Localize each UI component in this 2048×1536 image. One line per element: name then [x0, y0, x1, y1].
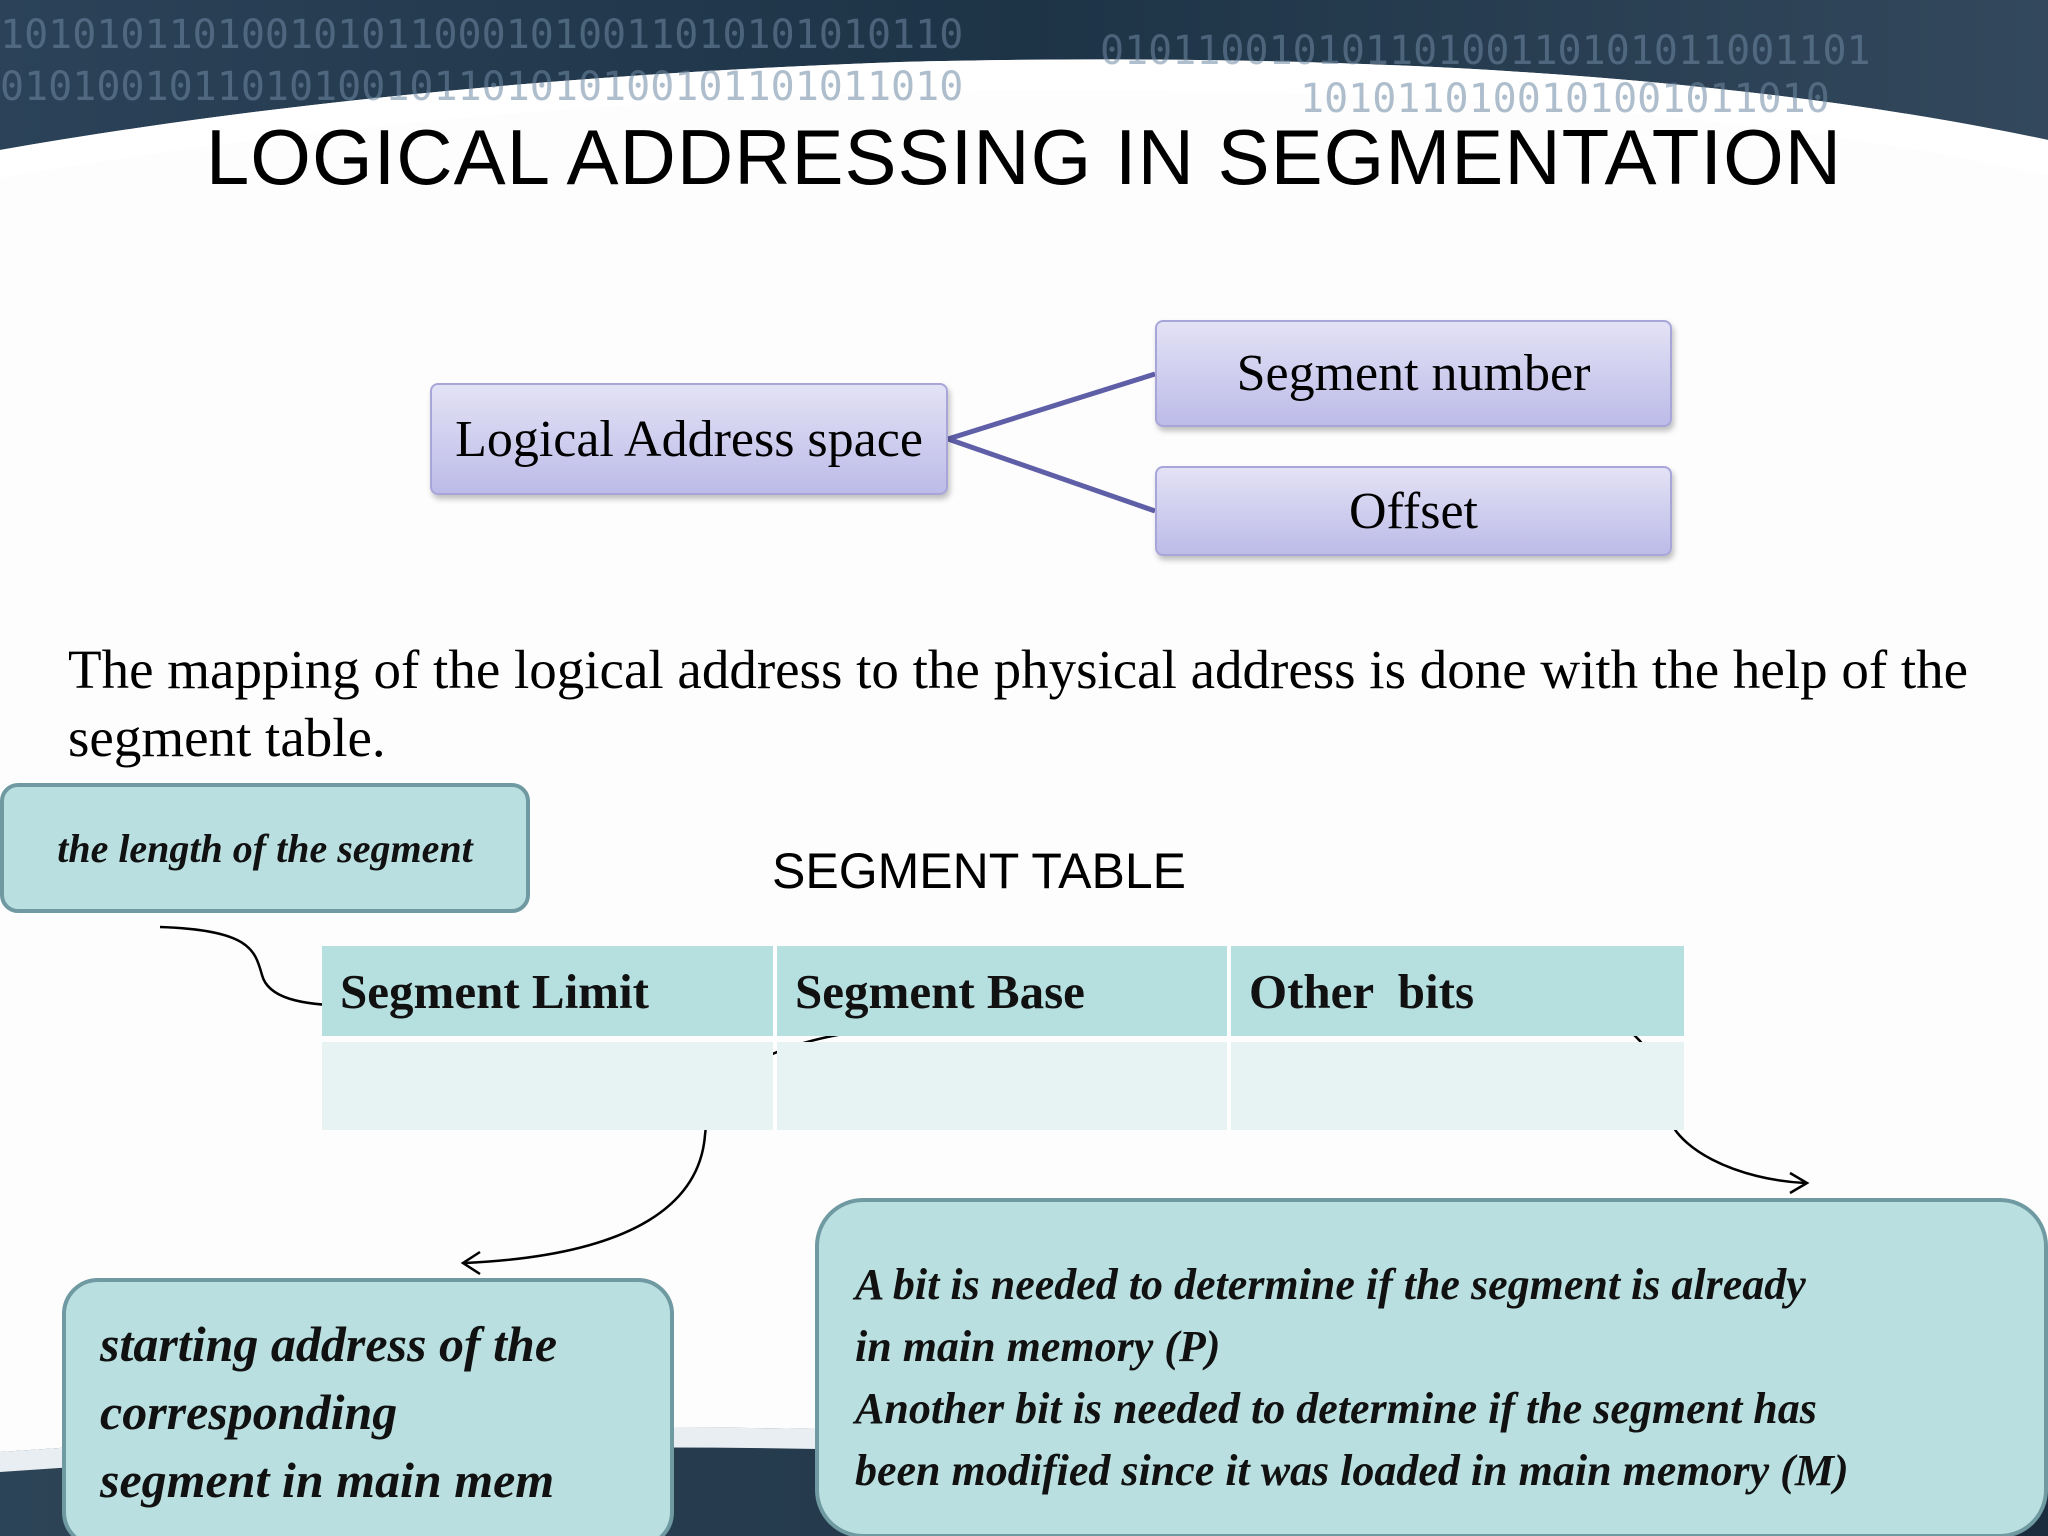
node-offset: Offset	[1155, 466, 1672, 556]
table-header-segment-limit-label: Segment Limit	[340, 963, 649, 1019]
svg-text:010110010101101001101010110011: 01011001010110100110101011001101	[1100, 28, 1871, 74]
callout-other-bits-line: Another bit is needed to determine if th…	[855, 1384, 1817, 1433]
arrow-otherbits-to-bits-head	[1789, 1171, 1810, 1195]
table-header-segment-limit: Segment Limit	[322, 946, 773, 1036]
node-segment-number: Segment number	[1155, 320, 1672, 427]
body-paragraph: The mapping of the logical address to th…	[68, 639, 1969, 768]
node-logical-address-space: Logical Address space	[430, 383, 948, 495]
callout-segment-length: the length of the segment	[0, 783, 530, 913]
arrow-base-to-start	[464, 1022, 946, 1265]
table-grid	[773, 946, 1231, 1130]
svg-text:010100101101010010110101010010: 0101001011010100101101010100101101011010	[0, 64, 963, 110]
callout-other-bits: A bit is needed to determine if the segm…	[815, 1198, 2048, 1536]
node-offset-label: Offset	[1348, 482, 1478, 540]
table-header-other-bits: Other bits	[1231, 946, 1684, 1036]
callout-starting-address-line: corresponding	[100, 1384, 398, 1440]
segment-table-caption: SEGMENT TABLE	[772, 843, 1187, 899]
callout-segment-length-text: the length of the segment	[57, 825, 473, 871]
node-segment-number-label: Segment number	[1236, 345, 1591, 402]
slide-title: LOGICAL ADDRESSING IN SEGMENTATION	[205, 113, 1843, 201]
arrow-base-to-start-head	[460, 1250, 481, 1276]
table-header-segment-base-label: Segment Base	[795, 963, 1085, 1019]
callout-starting-address-line: segment in main mem	[100, 1452, 555, 1508]
table-cell	[1231, 1042, 1684, 1130]
svg-text:1010110100101001011010: 1010110100101001011010	[1300, 76, 1830, 122]
callout-other-bits-line: A bit is needed to determine if the segm…	[855, 1260, 1806, 1309]
svg-text:101010110100101011000101001101: 1010101101001010110001010011010101010110	[0, 12, 963, 58]
callout-other-bits-line: in main memory (P)	[855, 1322, 1221, 1371]
arrow-length-to-limit	[159, 925, 351, 1008]
table-header-other-bits-label: Other bits	[1249, 963, 1475, 1019]
table-header-segment-base: Segment Base	[777, 946, 1227, 1036]
node-logical-address-space-label: Logical Address space	[455, 410, 923, 468]
callout-other-bits-line: been modified since it was loaded in mai…	[855, 1446, 1849, 1495]
callout-starting-address: starting address of the corresponding se…	[62, 1278, 674, 1536]
table-cell	[322, 1042, 773, 1130]
diagram-connectors	[947, 371, 1156, 514]
callout-starting-address-line: starting address of the	[100, 1316, 558, 1372]
binary-digits: 1010101101001010110001010011010101010110…	[0, 12, 1871, 122]
connector-to-segment-number	[947, 371, 1156, 442]
connector-to-offset	[947, 436, 1156, 514]
table-cell	[777, 1042, 1227, 1130]
top-banner	[0, 0, 2048, 150]
top-banner-highlight	[0, 59, 2048, 178]
